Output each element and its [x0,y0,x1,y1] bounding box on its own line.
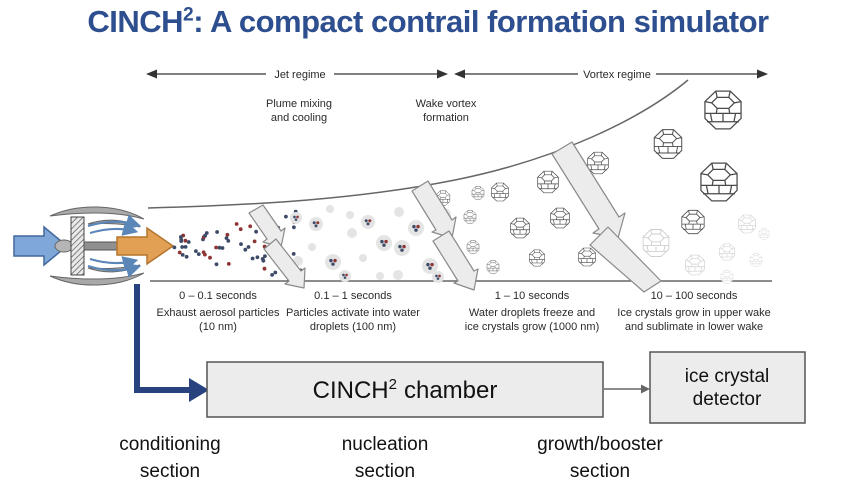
phase-time: 0 – 0.1 seconds [179,290,257,302]
page-title: CINCH2: A compact contrail formation sim… [0,4,856,40]
svg-text:nucleation: nucleation [342,434,429,455]
fan-disk [70,216,85,276]
svg-text:Plume mixing: Plume mixing [266,98,332,110]
phase-desc: Exhaust aerosol particles [157,307,280,319]
downwash-arrow-2 [411,180,479,291]
downwash-arrow-1 [248,204,306,289]
wake-vortex-caption: Wake vortex formation [416,98,477,124]
bypass-flow-arrows-icon [87,214,142,278]
exhaust-arrow-icon [116,226,175,266]
nacelle-top [49,206,145,220]
phase-desc: droplets (100 nm) [310,321,396,333]
phase-time: 0.1 – 1 seconds [314,290,392,302]
wake-boundary-top [147,79,689,209]
chamber-to-detector-connector [604,384,650,394]
phase-column-3: 1 – 10 seconds Water droplets freeze and… [465,290,600,333]
phase-desc: Ice crystals grow in upper wake [617,307,770,319]
title-exponent: 2 [183,4,194,26]
arrowhead-right-icon [757,69,768,79]
section-label-growth-booster: growth/booster section [537,434,663,482]
phase-desc: and sublimate in lower wake [625,321,763,333]
vortex-regime-label: Vortex regime [583,69,651,81]
water-droplets [290,200,451,283]
inlet-arrow-icon [13,225,69,267]
plume-mixing-caption: Plume mixing and cooling [266,98,332,124]
vortex-regime-arrow [454,69,768,79]
phase-time: 10 – 100 seconds [651,290,738,302]
phase-desc: Water droplets freeze and [469,307,595,319]
svg-text:and cooling: and cooling [271,112,327,124]
detector-box: ice crystal detector [649,351,806,424]
svg-text:Wake vortex: Wake vortex [416,98,477,110]
svg-text:section: section [570,461,630,482]
arrowhead-icon [189,378,209,402]
title-name: CINCH [87,4,184,39]
phase-desc: (10 nm) [199,321,237,333]
svg-text:growth/booster: growth/booster [537,434,663,455]
detector-label-line2: detector [693,389,762,410]
arrowhead-left-icon [454,69,465,79]
phase-column-2: 0.1 – 1 seconds Particles activate into … [286,290,420,333]
nacelle-bottom [49,272,145,286]
svg-text:conditioning: conditioning [119,434,220,455]
svg-text:section: section [140,461,200,482]
svg-text:section: section [355,461,415,482]
arrowhead-right-icon [437,69,448,79]
section-label-conditioning: conditioning section [119,434,220,482]
arrowhead-left-icon [146,69,157,79]
phase-desc: Particles activate into water [286,307,420,319]
phase-column-1: 0 – 0.1 seconds Exhaust aerosol particle… [157,290,280,333]
jet-regime-arrow [146,69,448,79]
section-label-nucleation: nucleation section [342,434,429,482]
engine-schematic [13,206,175,286]
engine-nose [54,239,74,253]
elbow-arrow [134,284,209,402]
arrowhead-icon [641,384,650,394]
phase-desc: ice crystals grow (1000 nm) [465,321,600,333]
detector-label-line1: ice crystal [685,366,769,387]
jet-regime-label: Jet regime [274,69,325,81]
svg-text:formation: formation [423,112,469,124]
downwash-arrow-3 [551,141,662,293]
phase-time: 1 – 10 seconds [495,290,570,302]
phase-column-4: 10 – 100 seconds Ice crystals grow in up… [617,290,770,333]
title-rest: : A compact contrail formation simulator [193,4,769,39]
